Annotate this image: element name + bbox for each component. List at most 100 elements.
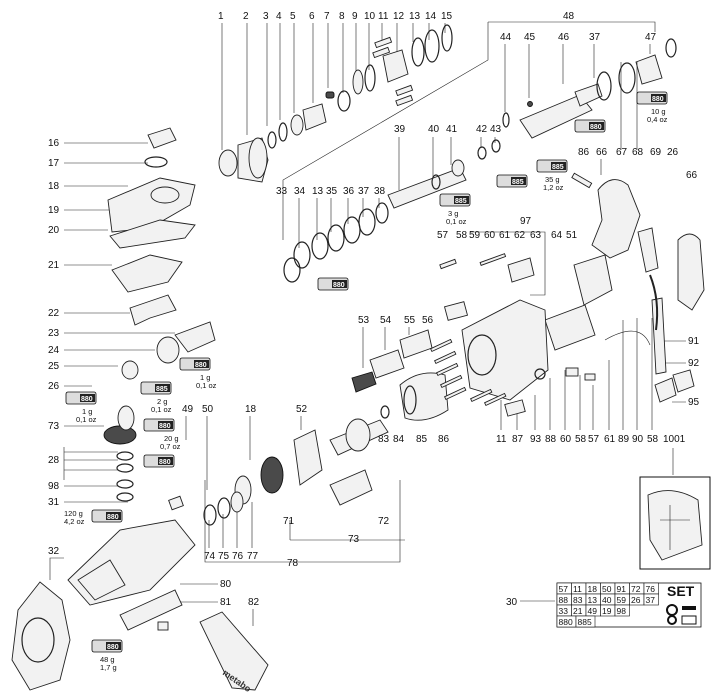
grease-tube-49a: 880 20 g 0,7 oz <box>143 418 181 451</box>
part-54-spring <box>369 349 405 379</box>
svg-text:2 g: 2 g <box>157 397 167 406</box>
part-25-bearing <box>121 360 139 380</box>
callout-22: 22 <box>48 308 60 319</box>
part-50-washer <box>168 495 184 511</box>
part-17-ring <box>144 156 168 168</box>
part-61-wire <box>604 330 651 346</box>
callout-88: 88 <box>545 434 557 445</box>
set-cell-text: 76 <box>646 584 656 594</box>
part-39-striker <box>387 167 467 209</box>
callout-69: 69 <box>650 147 662 158</box>
callout-41: 41 <box>446 124 458 135</box>
callout-34: 34 <box>294 186 306 197</box>
grease-tube-32: 880 48 g 1,7 g <box>91 639 123 672</box>
center-top-parts: 39 40 41 42 43 33 34 13 35 36 37 38 <box>276 124 502 283</box>
part-15-ring <box>441 24 453 52</box>
callout-73a: 73 <box>48 421 60 432</box>
set-cell-text: 26 <box>631 595 641 605</box>
callout-57a: 57 <box>437 230 449 241</box>
lower-gear-group: 78 73 71 72 74 75 76 77 <box>203 469 405 569</box>
callout-95: 95 <box>688 397 700 408</box>
svg-text:0,1 oz: 0,1 oz <box>76 415 97 424</box>
part-98-washer <box>116 479 134 489</box>
set-cell-text: 57 <box>559 584 569 594</box>
inset-1001: 1001 <box>639 434 711 570</box>
callout-30: 30 <box>506 597 518 608</box>
part-14-ring <box>424 29 440 63</box>
callout-17: 17 <box>48 158 60 169</box>
callout-44: 44 <box>500 32 512 43</box>
callout-56: 56 <box>422 315 434 326</box>
grease-tube-46a: 880 <box>574 119 606 133</box>
svg-text:4,2 oz: 4,2 oz <box>64 517 85 526</box>
spindle-group: 48 44 45 46 37 47 <box>282 11 677 240</box>
tube-label: 885 <box>512 179 524 186</box>
grease-tube-31: 880 120 g 4,2 oz <box>64 509 123 526</box>
grease-tube-26a: 885 2 g 0,1 oz <box>140 381 172 414</box>
svg-text:35 g: 35 g <box>545 175 560 184</box>
callout-72: 72 <box>378 516 390 527</box>
svg-text:10 g: 10 g <box>651 107 666 116</box>
callout-67: 67 <box>616 147 628 158</box>
callout-86b: 86 <box>438 434 450 445</box>
part-23-lever <box>174 321 216 353</box>
set-cell-text: 72 <box>631 584 641 594</box>
switch-group: 97 57 58 59 60 61 62 63 64 51 <box>437 216 613 351</box>
cable-group: 91 92 95 <box>649 274 700 408</box>
set-cell-text: 37 <box>646 595 656 605</box>
tube-label: 885 <box>552 164 564 171</box>
callout-58b: 58 <box>575 434 587 445</box>
part-37-ring <box>596 71 612 101</box>
callout-35: 35 <box>326 186 338 197</box>
callout-39: 39 <box>394 124 406 135</box>
part-83-ring <box>380 405 390 419</box>
callout-82: 82 <box>248 597 260 608</box>
callout-48: 48 <box>563 11 575 22</box>
callout-68: 68 <box>632 147 644 158</box>
tube-label: 885 <box>156 386 168 393</box>
part-86-pin <box>571 172 593 189</box>
callout-62: 62 <box>514 230 526 241</box>
callout-10: 10 <box>364 11 376 22</box>
part-22-bracket <box>129 294 177 326</box>
set-cell <box>643 593 659 606</box>
callout-76: 76 <box>232 551 244 562</box>
callout-75: 75 <box>218 551 230 562</box>
callout-1001: 1001 <box>663 434 686 445</box>
callout-60b: 60 <box>560 434 572 445</box>
part-10-ring <box>364 64 376 92</box>
set-cell-text: 880 <box>559 617 573 627</box>
grease-tube-39: 885 3 g 0,1 oz <box>439 193 471 226</box>
callout-77: 77 <box>247 551 259 562</box>
callout-85: 85 <box>416 434 428 445</box>
set-cell <box>575 615 596 628</box>
part-53-brush <box>351 371 377 393</box>
svg-text:120 g: 120 g <box>64 509 83 518</box>
part-56-cap <box>443 301 469 321</box>
grease-tube-46b: 885 35 g 1,2 oz <box>536 159 568 192</box>
callout-24: 24 <box>48 345 60 356</box>
tube-label: 880 <box>107 644 119 651</box>
grease-tube-26b: 880 1 g 0,1 oz <box>65 391 97 424</box>
set-cell-text: 19 <box>602 606 612 616</box>
part-35-ring <box>327 224 345 252</box>
part-13-ring <box>411 37 425 67</box>
part-36-ring <box>343 216 361 244</box>
part-5-bush <box>290 114 304 136</box>
svg-text:0,4 oz: 0,4 oz <box>647 115 668 124</box>
part-80-cover <box>119 589 183 631</box>
tube-label: 880 <box>81 396 93 403</box>
callout-4: 4 <box>276 11 282 22</box>
grease-tube-25: 880 1 g 0,1 oz <box>179 357 217 390</box>
callout-14: 14 <box>425 11 437 22</box>
chuck-assembly <box>218 24 453 183</box>
callout-52: 52 <box>296 404 308 415</box>
part-73-gear <box>103 425 137 445</box>
part-69-switch-cover <box>637 227 659 273</box>
tube-label: 880 <box>590 124 602 131</box>
set-cell <box>614 604 630 617</box>
callout-51: 51 <box>566 230 578 241</box>
part-60-terminal <box>565 367 579 377</box>
callout-58c: 58 <box>647 434 659 445</box>
